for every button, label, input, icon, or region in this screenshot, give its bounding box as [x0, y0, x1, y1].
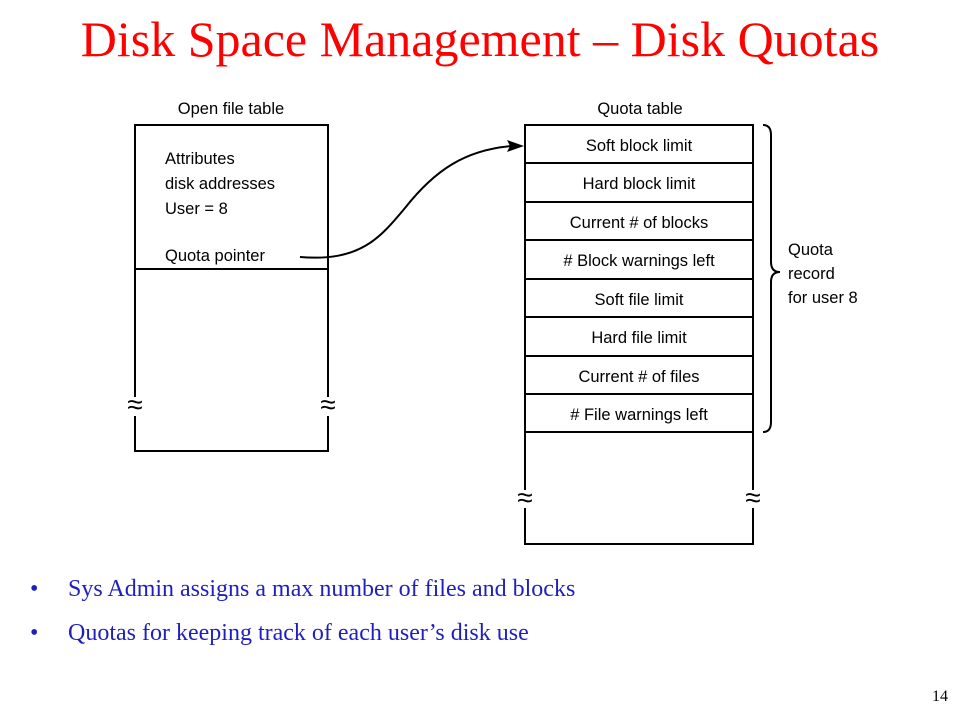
quota-row-label: Current # of files: [578, 368, 699, 386]
bullet-text: Quotas for keeping track of each user’s …: [68, 620, 529, 646]
open-file-table-caption: Open file table: [178, 100, 284, 118]
quota-row-label: Hard file limit: [591, 329, 687, 347]
open-file-table-line: disk addresses: [165, 175, 275, 193]
quota-table-caption: Quota table: [597, 100, 682, 118]
bullet-text: Sys Admin assigns a max number of files …: [68, 576, 576, 602]
brace-label-line: Quota: [788, 241, 834, 259]
brace-label-line: for user 8: [788, 289, 858, 307]
open-file-table: [134, 124, 329, 452]
bullet-dot: •: [30, 620, 39, 646]
quota-record-brace: [762, 124, 781, 433]
quota-row-label: # Block warnings left: [563, 252, 715, 270]
break-symbol: ≈: [745, 482, 760, 513]
bullet-item: • Quotas for keeping track of each user’…: [30, 616, 575, 660]
page-number: 14: [932, 688, 948, 705]
quota-row-label: Soft block limit: [586, 137, 693, 155]
break-symbol: ≈: [517, 482, 532, 513]
open-file-table-line: User = 8: [165, 200, 228, 218]
break-symbol: ≈: [320, 389, 335, 420]
arrow-head: [507, 140, 524, 152]
quota-row-label: Hard block limit: [583, 175, 696, 193]
quota-row-label: Soft file limit: [595, 291, 684, 309]
quota-pointer-arrow: [299, 145, 513, 259]
bullet-list: • Sys Admin assigns a max number of file…: [30, 572, 575, 660]
open-file-table-line: Attributes: [165, 150, 235, 168]
quota-table: [524, 124, 754, 545]
quota-pointer-label: Quota pointer: [165, 247, 265, 265]
bullet-item: • Sys Admin assigns a max number of file…: [30, 572, 575, 616]
brace-label-line: record: [788, 265, 835, 283]
slide-title: Disk Space Management – Disk Quotas: [80, 11, 880, 67]
quota-row-label: Current # of blocks: [570, 214, 708, 232]
bullet-dot: •: [30, 576, 39, 602]
quota-row-label: # File warnings left: [570, 406, 708, 424]
break-symbol: ≈: [127, 389, 142, 420]
